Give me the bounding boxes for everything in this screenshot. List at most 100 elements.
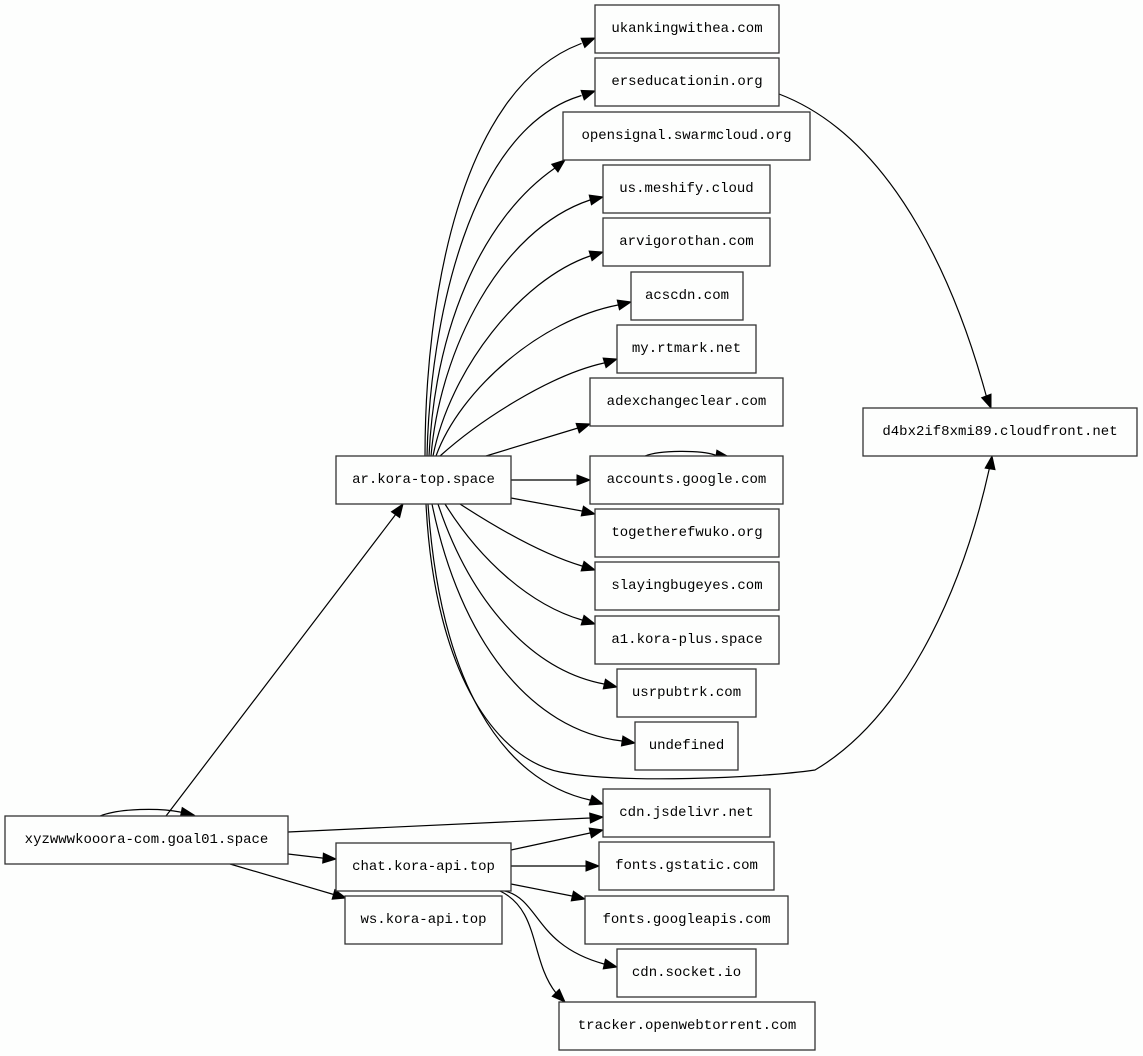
node-box [558,1001,816,1051]
edge-chat_kora_api-to-cdn_socket [504,890,619,970]
node-erseducationin[interactable]: erseducationin.org [594,57,780,107]
edge-xyzwwwkooora-to-cdn_jsdelivr [287,812,605,833]
arrowhead-icon [322,852,338,864]
node-ws-kora-api[interactable]: ws.kora-api.top [344,895,503,945]
edge-ar_kora_top-to-a1_kora_plus [444,503,597,626]
node-label: undefined [649,738,725,754]
node-fonts-gstatic[interactable]: fonts.gstatic.com [598,841,775,891]
edge-ar_kora_top-to-opensignal [428,159,567,457]
node-label: slayingbugeyes.com [611,578,762,594]
node-chat-kora-api[interactable]: chat.kora-api.top [335,842,512,892]
node-label: cdn.socket.io [632,965,741,981]
arrowhead-icon [576,474,592,486]
node-acscdn[interactable]: acscdn.com [630,271,744,321]
node-us-meshify[interactable]: us.meshify.cloud [602,164,771,214]
node-box [589,455,784,505]
arrowhead-icon [390,502,404,519]
edge-line [431,503,624,742]
node-xyzwwwkooora[interactable]: xyzwwwkooora-com.goal01.space [4,815,289,865]
edge-line [435,304,620,457]
arrowhead-icon [602,357,619,369]
edge-line [439,362,606,457]
arrowhead-icon [580,89,597,101]
edge-line [778,93,988,397]
node-label: xyzwwwkooora-com.goal01.space [25,832,269,848]
node-label: fonts.gstatic.com [615,858,758,874]
node-box [594,4,780,54]
edge-line [437,503,606,685]
edge-ar_kora_top-to-ukankingwithea [424,37,597,457]
node-slayingbugeyes[interactable]: slayingbugeyes.com [594,561,780,611]
edges-layer [99,37,996,1003]
node-box [616,668,757,718]
node-label: chat.kora-api.top [352,859,495,875]
node-label: adexchangeclear.com [607,394,767,410]
node-undefined[interactable]: undefined [634,721,739,771]
node-opensignal[interactable]: opensignal.swarmcloud.org [562,111,811,161]
node-box [594,615,780,665]
node-tracker-openwebtorrent[interactable]: tracker.openwebtorrent.com [558,1001,816,1051]
arrowhead-icon [588,194,605,206]
arrowhead-icon [588,827,605,839]
node-box [630,271,744,321]
node-cdn-socket[interactable]: cdn.socket.io [616,948,757,998]
node-label: usrpubtrk.com [632,685,741,701]
node-my-rtmark[interactable]: my.rtmark.net [616,324,757,374]
node-label: d4bx2if8xmi89.cloudfront.net [882,424,1117,440]
node-box [594,561,780,611]
edge-ar_kora_top-to-arvigorothan [432,250,605,457]
edge-ar_kora_top-to-erseducationin [426,89,597,457]
edge-ar_kora_top-to-undefined [431,503,637,747]
arrowhead-icon [550,159,567,173]
node-accounts-google[interactable]: accounts.google.com [589,455,784,505]
node-adexchangeclear[interactable]: adexchangeclear.com [589,377,784,427]
node-ar-kora-top[interactable]: ar.kora-top.space [335,455,512,505]
arrowhead-icon [589,812,605,824]
arrowhead-icon [580,37,597,49]
edge-ar_kora_top-to-accounts_google [511,474,592,486]
node-box [589,377,784,427]
node-a1-kora-plus[interactable]: a1.kora-plus.space [594,615,780,665]
node-box [598,841,775,891]
arrowhead-icon [616,299,633,311]
edge-line [99,808,182,817]
node-box [602,164,771,214]
node-usrpubtrk[interactable]: usrpubtrk.com [616,668,757,718]
edge-line [504,890,606,965]
edge-xyzwwwkooora-to-chat_kora_api [287,852,338,864]
node-label: cdn.jsdelivr.net [619,805,753,821]
edge-line [485,427,580,457]
node-box [335,455,512,505]
node-arvigorothan[interactable]: arvigorothan.com [602,217,771,267]
node-cloudfront[interactable]: d4bx2if8xmi89.cloudfront.net [862,407,1138,457]
edge-xyzwwwkooora-to-ar_kora_top [165,502,404,817]
arrowhead-icon [588,794,605,806]
node-label: erseducationin.org [611,74,762,90]
node-box [602,788,771,838]
node-label: opensignal.swarmcloud.org [581,128,791,144]
edge-line [510,832,592,851]
edge-ar_kora_top-to-slayingbugeyes [459,503,597,572]
node-label: ukankingwithea.com [611,21,762,37]
node-cdn-jsdelivr[interactable]: cdn.jsdelivr.net [602,788,771,838]
node-box [862,407,1138,457]
node-ukankingwithea[interactable]: ukankingwithea.com [594,4,780,54]
edge-line [510,497,584,512]
edge-ar_kora_top-to-togetherefwuko [510,497,597,517]
edge-ar_kora_top-to-acscdn [435,299,633,457]
edge-ar_kora_top-to-usrpubtrk [437,503,619,690]
node-label: us.meshify.cloud [619,181,753,197]
edge-line [430,199,592,457]
edge-chat_kora_api-to-fonts_gstatic [511,860,601,872]
edge-chat_kora_api-to-cdn_jsdelivr [510,827,605,851]
node-fonts-googleapis[interactable]: fonts.googleapis.com [584,895,789,945]
edge-ar_kora_top-to-us_meshify [430,194,605,457]
node-box [4,815,289,865]
edge-line [165,512,398,817]
node-box [584,895,789,945]
edge-line [427,503,592,801]
edge-chat_kora_api-to-fonts_googleapis [510,883,587,902]
node-togetherefwuko[interactable]: togetherefwuko.org [594,508,780,558]
node-box [562,111,811,161]
